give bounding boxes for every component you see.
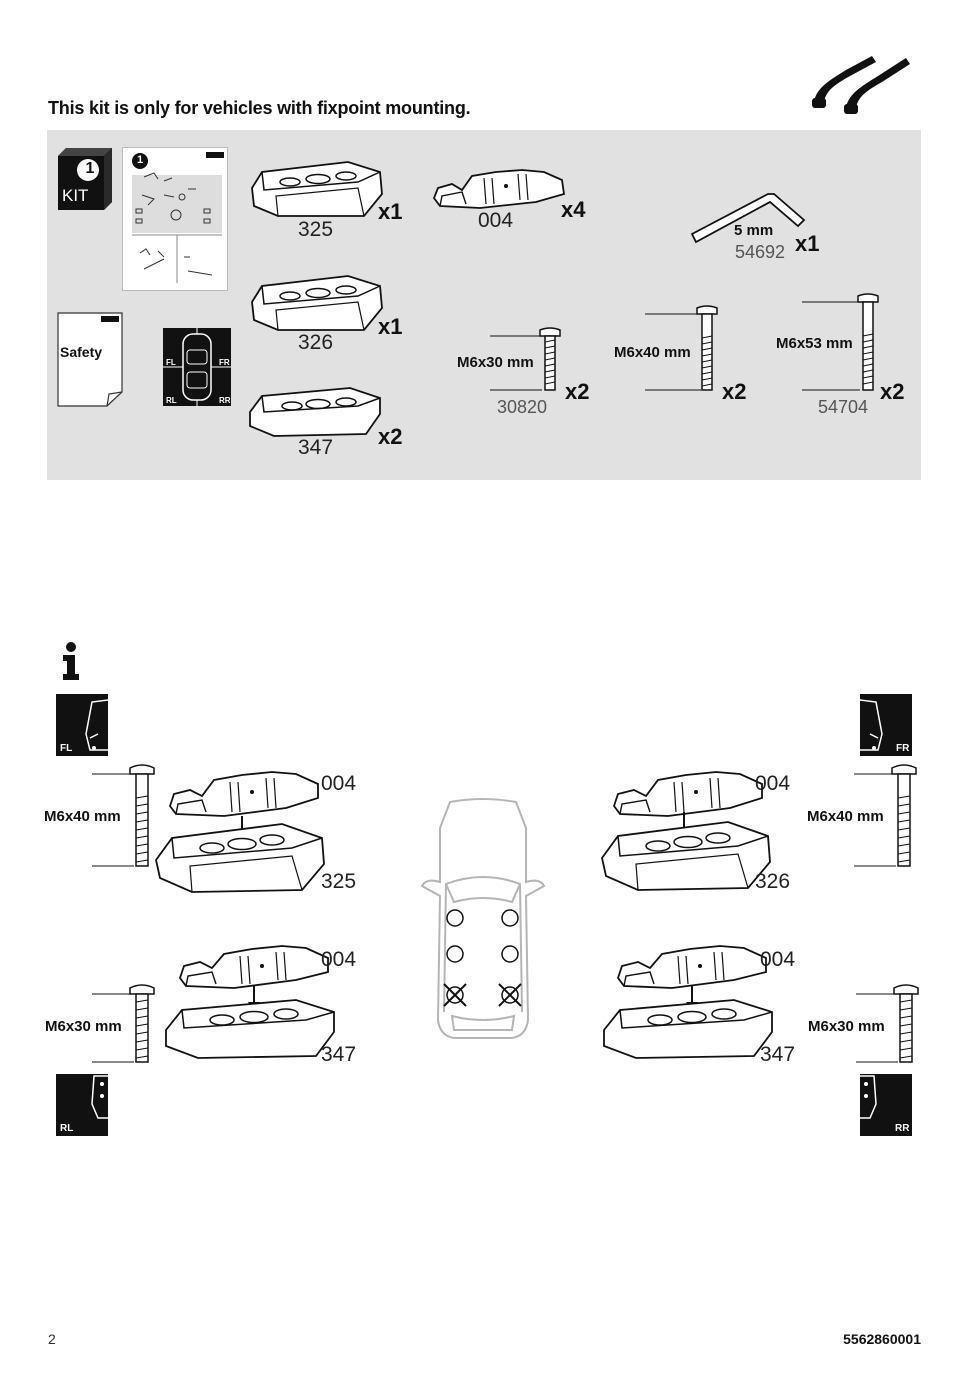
front-right-screw-icon: [854, 764, 917, 867]
screw-size-m6x40: M6x40 mm: [614, 344, 691, 361]
position-fr-label: FR: [896, 743, 910, 754]
map-label-rl: RL: [166, 396, 177, 405]
screw-qty-m6x53: x2: [880, 379, 905, 404]
screw-m6x30-icon: [490, 327, 561, 391]
front-right-foot-icon: [601, 821, 771, 891]
rear-left-pad-icon: [178, 945, 329, 989]
part-qty-347: x2: [378, 424, 403, 449]
pad-004-icon: [432, 169, 566, 209]
rear-right-pad-icon: [616, 945, 767, 989]
rear-right-pad-number: 004: [760, 948, 796, 971]
kit-step-number: 1: [85, 160, 95, 177]
map-label-rr: RR: [219, 396, 231, 405]
part-number-004: 004: [478, 209, 514, 232]
screw-number-54704: 54704: [818, 397, 869, 417]
car-top-view-icon: [420, 798, 546, 1039]
safety-sheet-icon: [57, 312, 123, 407]
rear-left-screw-size: M6x30 mm: [45, 1018, 122, 1035]
manual-step-number: 1: [136, 154, 144, 166]
position-fl-label: FL: [60, 743, 73, 754]
page-number: 2: [48, 1331, 56, 1347]
front-right-foot-number: 326: [755, 870, 791, 893]
foot-347-icon: [249, 387, 381, 437]
part-number-326: 326: [298, 331, 334, 354]
position-rl-icon: [56, 1074, 108, 1136]
manual-content-icon: [132, 152, 224, 283]
rear-left-foot-number: 347: [321, 1043, 357, 1066]
part-number-347: 347: [298, 436, 334, 459]
info-icon: [63, 642, 79, 680]
part-number-325: 325: [298, 218, 334, 241]
position-rl-label: RL: [60, 1123, 74, 1134]
rear-right-screw-size: M6x30 mm: [808, 1018, 885, 1035]
screw-qty-m6x30: x2: [565, 379, 590, 404]
position-fl-icon: [56, 694, 109, 756]
screw-m6x40-icon: [645, 305, 718, 391]
front-left-foot-number: 325: [321, 870, 357, 893]
front-right-pad-icon: [612, 771, 763, 817]
position-rr-icon: [860, 1074, 912, 1136]
foot-326-icon: [251, 275, 383, 331]
car-position-map-icon: [163, 328, 231, 406]
part-qty-004: x4: [561, 197, 586, 222]
front-right-pad-number: 004: [755, 772, 791, 795]
rear-right-foot-icon: [603, 999, 773, 1059]
position-fr-icon: [859, 694, 912, 756]
tool-qty: x1: [795, 231, 820, 256]
kit-label: KIT: [62, 186, 89, 205]
front-left-screw-icon: [92, 764, 155, 867]
front-left-pad-number: 004: [321, 772, 357, 795]
roof-bars-icon: [812, 56, 910, 114]
foot-325-icon: [251, 161, 383, 217]
part-qty-326: x1: [378, 314, 403, 339]
map-label-fl: FL: [166, 358, 176, 367]
front-left-pad-icon: [168, 771, 319, 817]
document-number: 5562860001: [843, 1331, 921, 1347]
rear-right-foot-number: 347: [760, 1043, 796, 1066]
front-left-screw-size: M6x40 mm: [44, 808, 121, 825]
screw-number-30820: 30820: [497, 397, 548, 417]
allen-key-icon: [690, 193, 806, 244]
rear-left-pad-number: 004: [321, 948, 357, 971]
rear-left-foot-icon: [165, 999, 335, 1059]
tool-number: 54692: [735, 242, 786, 262]
front-right-screw-size: M6x40 mm: [807, 808, 884, 825]
screw-size-m6x30: M6x30 mm: [457, 354, 534, 371]
position-rr-label: RR: [895, 1123, 910, 1134]
tool-size: 5 mm: [734, 222, 774, 239]
safety-label: Safety: [60, 344, 103, 360]
screw-qty-m6x40: x2: [722, 379, 747, 404]
part-qty-325: x1: [378, 199, 403, 224]
screw-size-m6x53: M6x53 mm: [776, 335, 853, 352]
screw-m6x53-icon: [802, 293, 879, 391]
front-left-foot-icon: [155, 823, 325, 893]
rear-right-screw-icon: [856, 984, 919, 1063]
page-heading: This kit is only for vehicles with fixpo…: [48, 98, 471, 118]
map-label-fr: FR: [219, 358, 230, 367]
rear-left-screw-icon: [92, 984, 155, 1063]
kit-box-icon: [58, 148, 112, 210]
